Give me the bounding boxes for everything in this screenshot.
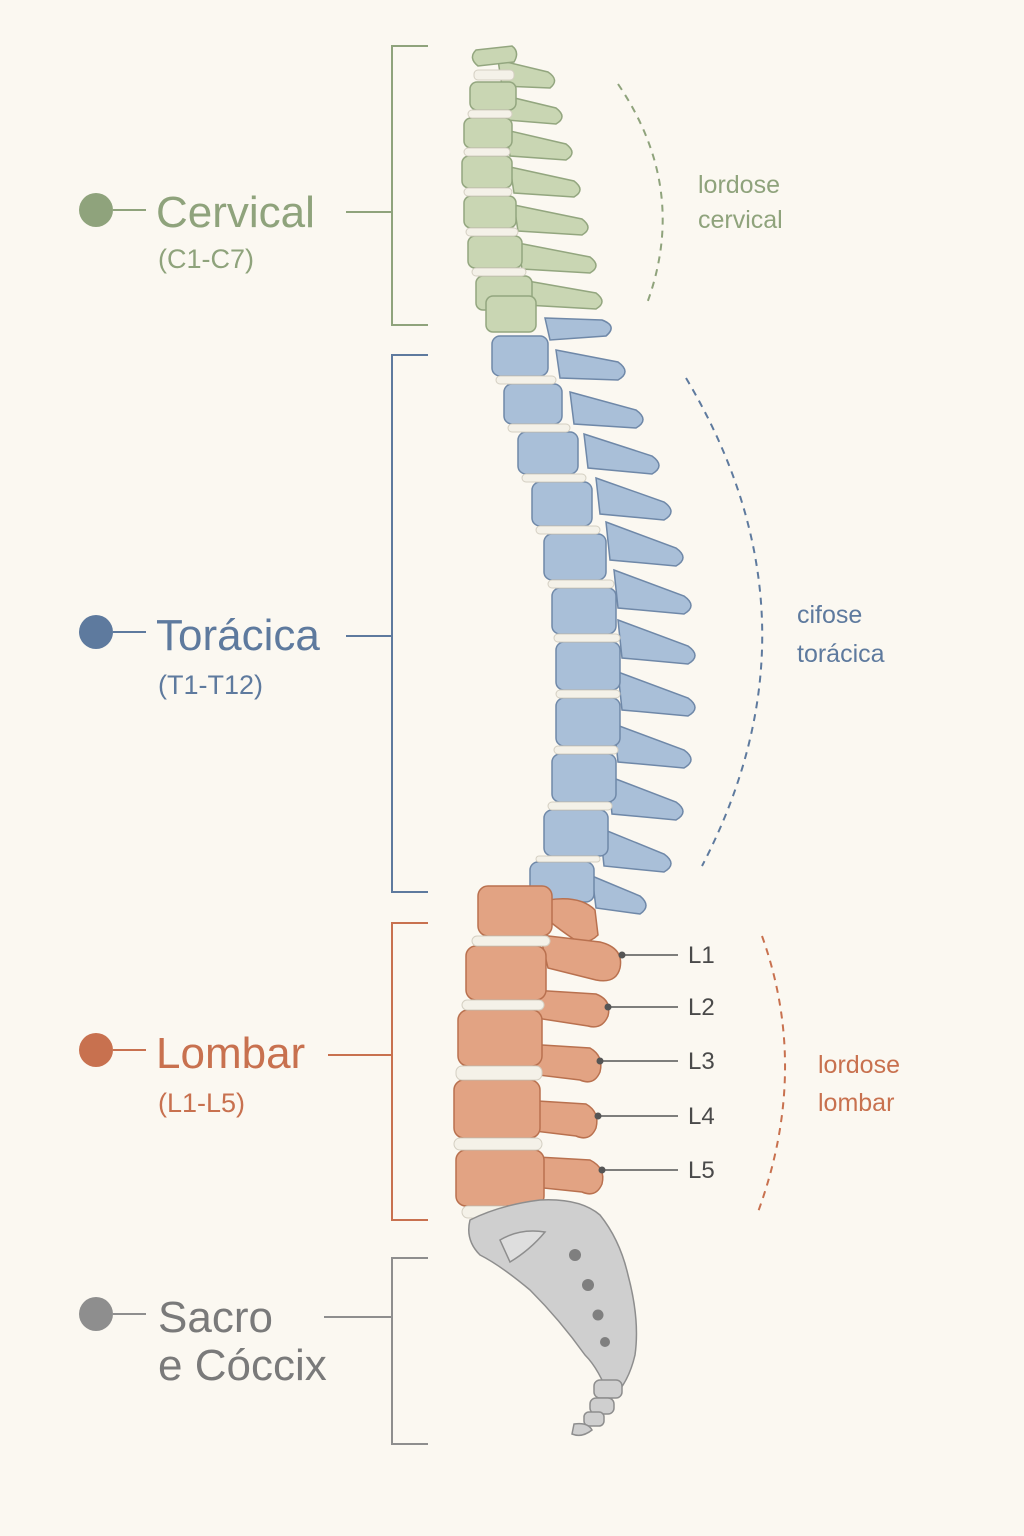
sacral-bracket — [324, 1257, 428, 1445]
cervical-bracket — [346, 45, 428, 326]
sacrum — [468, 1199, 638, 1402]
lumbar-curve-arc — [757, 935, 787, 1213]
cervical-curve-line1: lordose — [698, 171, 780, 199]
label-l1: L1 — [688, 942, 715, 969]
region-lumbar: Lombar (L1-L5) — [79, 1029, 305, 1118]
curve-lumbar: lordose lombar — [757, 935, 900, 1213]
callout-l2 — [604, 1003, 678, 1011]
region-cervical: Cervical (C1-C7) — [79, 188, 315, 274]
lumbar-range: (L1-L5) — [158, 1088, 245, 1118]
thoracic-dot — [79, 615, 113, 649]
lumbar-callouts — [594, 951, 678, 1174]
lumbar-curve-line1: lordose — [818, 1051, 900, 1079]
lumbar-bracket — [328, 922, 428, 1221]
sacral-dot — [79, 1297, 113, 1331]
label-l3: L3 — [688, 1048, 715, 1075]
callout-l5 — [598, 1166, 678, 1174]
label-l5: L5 — [688, 1157, 715, 1184]
region-sacral: Sacro e Cóccix — [79, 1293, 327, 1390]
region-thoracic: Torácica (T1-T12) — [79, 611, 320, 700]
thoracic-title: Torácica — [156, 611, 320, 660]
cervical-title: Cervical — [156, 188, 315, 237]
label-l4: L4 — [688, 1103, 715, 1130]
cervical-curve-line2: cervical — [698, 206, 783, 234]
lumbar-curve-line2: lombar — [818, 1089, 894, 1117]
curve-cervical: lordose cervical — [617, 83, 783, 307]
spine-illustration — [453, 45, 696, 1437]
callout-l4 — [594, 1112, 678, 1120]
cervical-range: (C1-C7) — [158, 244, 254, 274]
cervical-vertebrae — [461, 45, 537, 333]
thoracic-bracket — [346, 354, 428, 893]
callout-l3 — [596, 1057, 678, 1065]
thoracic-processes — [544, 317, 696, 915]
cervical-processes — [497, 59, 603, 310]
thoracic-discs — [495, 375, 621, 863]
sacral-title-line1: Sacro — [158, 1293, 273, 1342]
cervical-discs — [463, 69, 527, 277]
thoracic-curve-line2: torácica — [797, 640, 885, 668]
cervical-dot — [79, 193, 113, 227]
thoracic-curve-line1: cifose — [797, 601, 862, 629]
lumbar-dot — [79, 1033, 113, 1067]
cervical-curve-arc — [617, 83, 664, 307]
callout-l1 — [618, 951, 678, 959]
lumbar-title: Lombar — [156, 1029, 305, 1078]
thoracic-curve-arc — [685, 377, 764, 867]
sacral-title-line2: e Cóccix — [158, 1341, 327, 1390]
lumbar-vertebrae — [453, 885, 553, 1207]
label-l2: L2 — [688, 994, 715, 1021]
curve-thoracic: cifose torácica — [685, 377, 885, 867]
coccyx — [571, 1379, 623, 1437]
thoracic-range: (T1-T12) — [158, 670, 263, 700]
